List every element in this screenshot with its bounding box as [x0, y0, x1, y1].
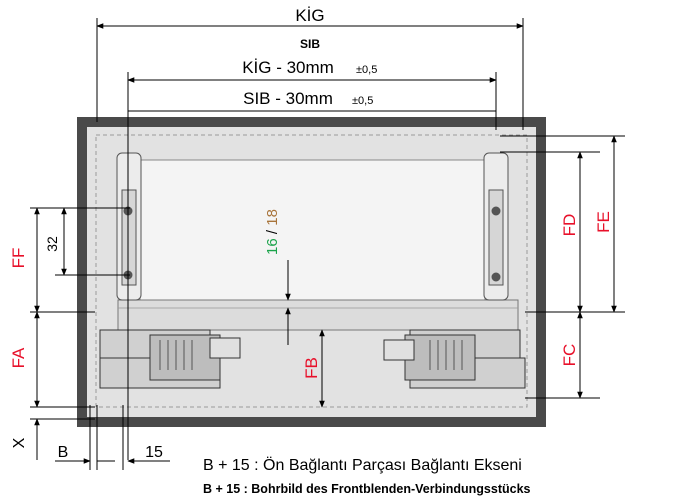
sib-minus-label: SIB - 30mm — [243, 89, 333, 108]
left-dimension-lines — [30, 207, 130, 460]
fd-label: FD — [560, 214, 579, 237]
caption-turkish: B + 15 : Ön Bağlantı Parçası Bağlantı Ek… — [203, 456, 522, 474]
drawer-body — [117, 159, 519, 331]
fe-label: FE — [594, 211, 613, 233]
sixteen-eighteen-label: 16 / 18 — [264, 209, 281, 255]
kig-label: KİG — [295, 6, 324, 25]
sixteen-value: 16 — [264, 238, 281, 255]
slash: / — [264, 226, 281, 239]
top-dimension-lines — [96, 23, 524, 112]
right-runner-mechanism — [383, 329, 526, 389]
fa-label: FA — [9, 347, 28, 368]
left-runner-mechanism — [99, 329, 241, 389]
thirtytwo-label: 32 — [44, 236, 60, 252]
right-side-profile — [483, 152, 509, 301]
caption-german: B + 15 : Bohrbild des Frontblenden-Verbi… — [203, 482, 531, 496]
eighteen-value: 18 — [264, 209, 281, 226]
center-dimension-lines — [285, 260, 325, 408]
kig-minus-label: KİG - 30mm — [242, 58, 334, 77]
b-label: B — [58, 444, 69, 461]
x-label: X — [11, 437, 28, 448]
ff-label: FF — [9, 248, 28, 269]
fifteen-label: 15 — [145, 444, 163, 461]
sib-tolerance: ±0,5 — [352, 95, 373, 107]
kig-tolerance: ±0,5 — [356, 64, 377, 76]
right-dimension-lines — [500, 135, 625, 399]
fb-label: FB — [302, 357, 321, 379]
sib-label: SIB — [300, 37, 320, 51]
fc-label: FC — [560, 344, 579, 367]
left-side-profile — [116, 152, 142, 301]
